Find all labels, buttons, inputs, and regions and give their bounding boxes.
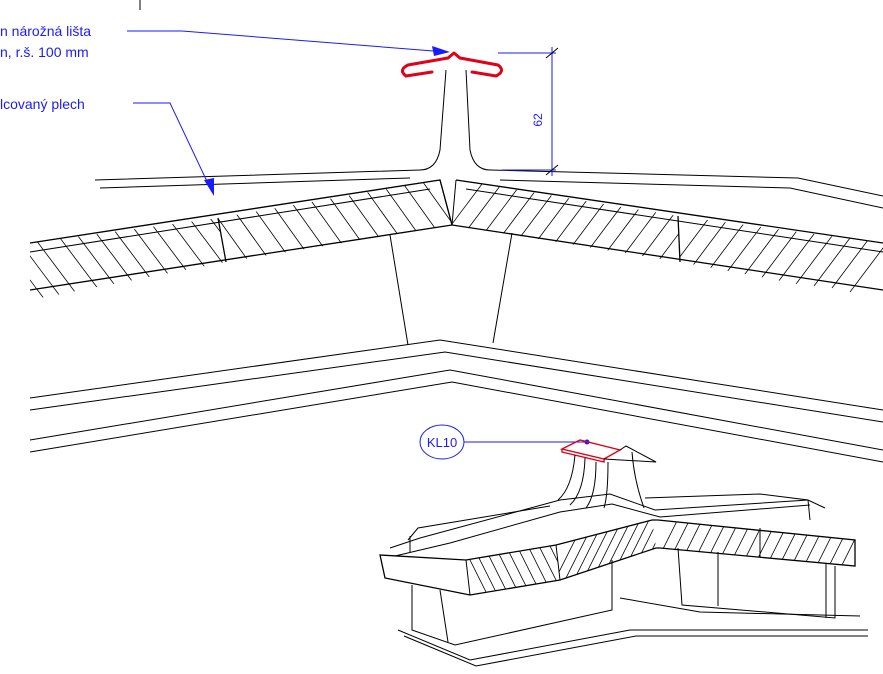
dimension-tick-top bbox=[545, 47, 559, 59]
main-section bbox=[29, 69, 883, 463]
annotation-corner-flashing: n nárožná lišta n, r.š. 100 mm bbox=[0, 23, 450, 60]
ridge-flashing bbox=[401, 51, 503, 78]
detail-tag: KL10 bbox=[427, 435, 457, 450]
hatch-left-middle bbox=[218, 180, 452, 262]
rolled-sheet-label: lcovaný plech bbox=[0, 96, 85, 112]
annotation-rolled-sheet: lcovaný plech bbox=[0, 96, 214, 196]
dimension-tick-bottom bbox=[545, 164, 559, 176]
corner-flashing-label-line2: n, r.š. 100 mm bbox=[0, 44, 89, 60]
hatch-right bbox=[678, 216, 883, 293]
corner-flashing-label-line1: n nárožná lišta bbox=[0, 23, 91, 39]
dimension-62: 62 bbox=[498, 47, 559, 176]
isometric-detail: KL10 bbox=[379, 424, 868, 667]
leader-arrowhead bbox=[204, 178, 214, 196]
leader-arrowhead bbox=[432, 46, 450, 56]
dimension-value: 62 bbox=[531, 113, 545, 127]
